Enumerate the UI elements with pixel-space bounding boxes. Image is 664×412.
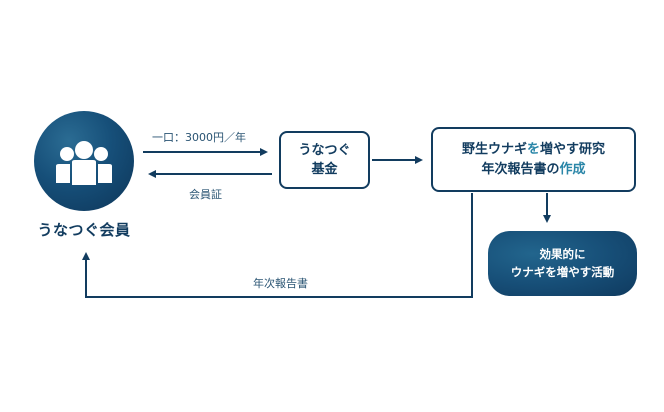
fee-label: 一口：3000円／年 [152,131,246,144]
member-label: うなつぐ会員 [37,221,131,239]
annual-report-label: 年次報告書 [253,277,308,290]
annual-report-arrow [82,193,473,298]
fund-box: うなつぐ 基金 [279,131,370,189]
fund-line1: うなつぐ [298,142,351,158]
certificate-label: 会員証 [189,188,222,201]
people-group-icon [56,141,112,185]
member-circle [34,111,134,211]
research-report-box: 野生ウナギを増やす研究 年次報告書の作成 [431,127,636,192]
report-line1-part3: 増やす研究 [540,142,606,157]
report-line2-part1: 年次報告書の [481,161,560,177]
report-line2-part2: 作成 [559,161,586,177]
report-line2: 年次報告書の作成 [481,160,585,180]
effect-line2: ウナギを増やす活動 [510,264,615,279]
report-line1-part2: を [526,142,540,157]
report-line1: 野生ウナギを増やす研究 [462,140,605,160]
report-line1-part1: 野生ウナギ [461,142,527,157]
effective-activity-pill: 効果的に ウナギを増やす活動 [488,231,637,296]
effect-line1: 効果的に [539,246,586,261]
fund-line2: 基金 [311,162,338,177]
